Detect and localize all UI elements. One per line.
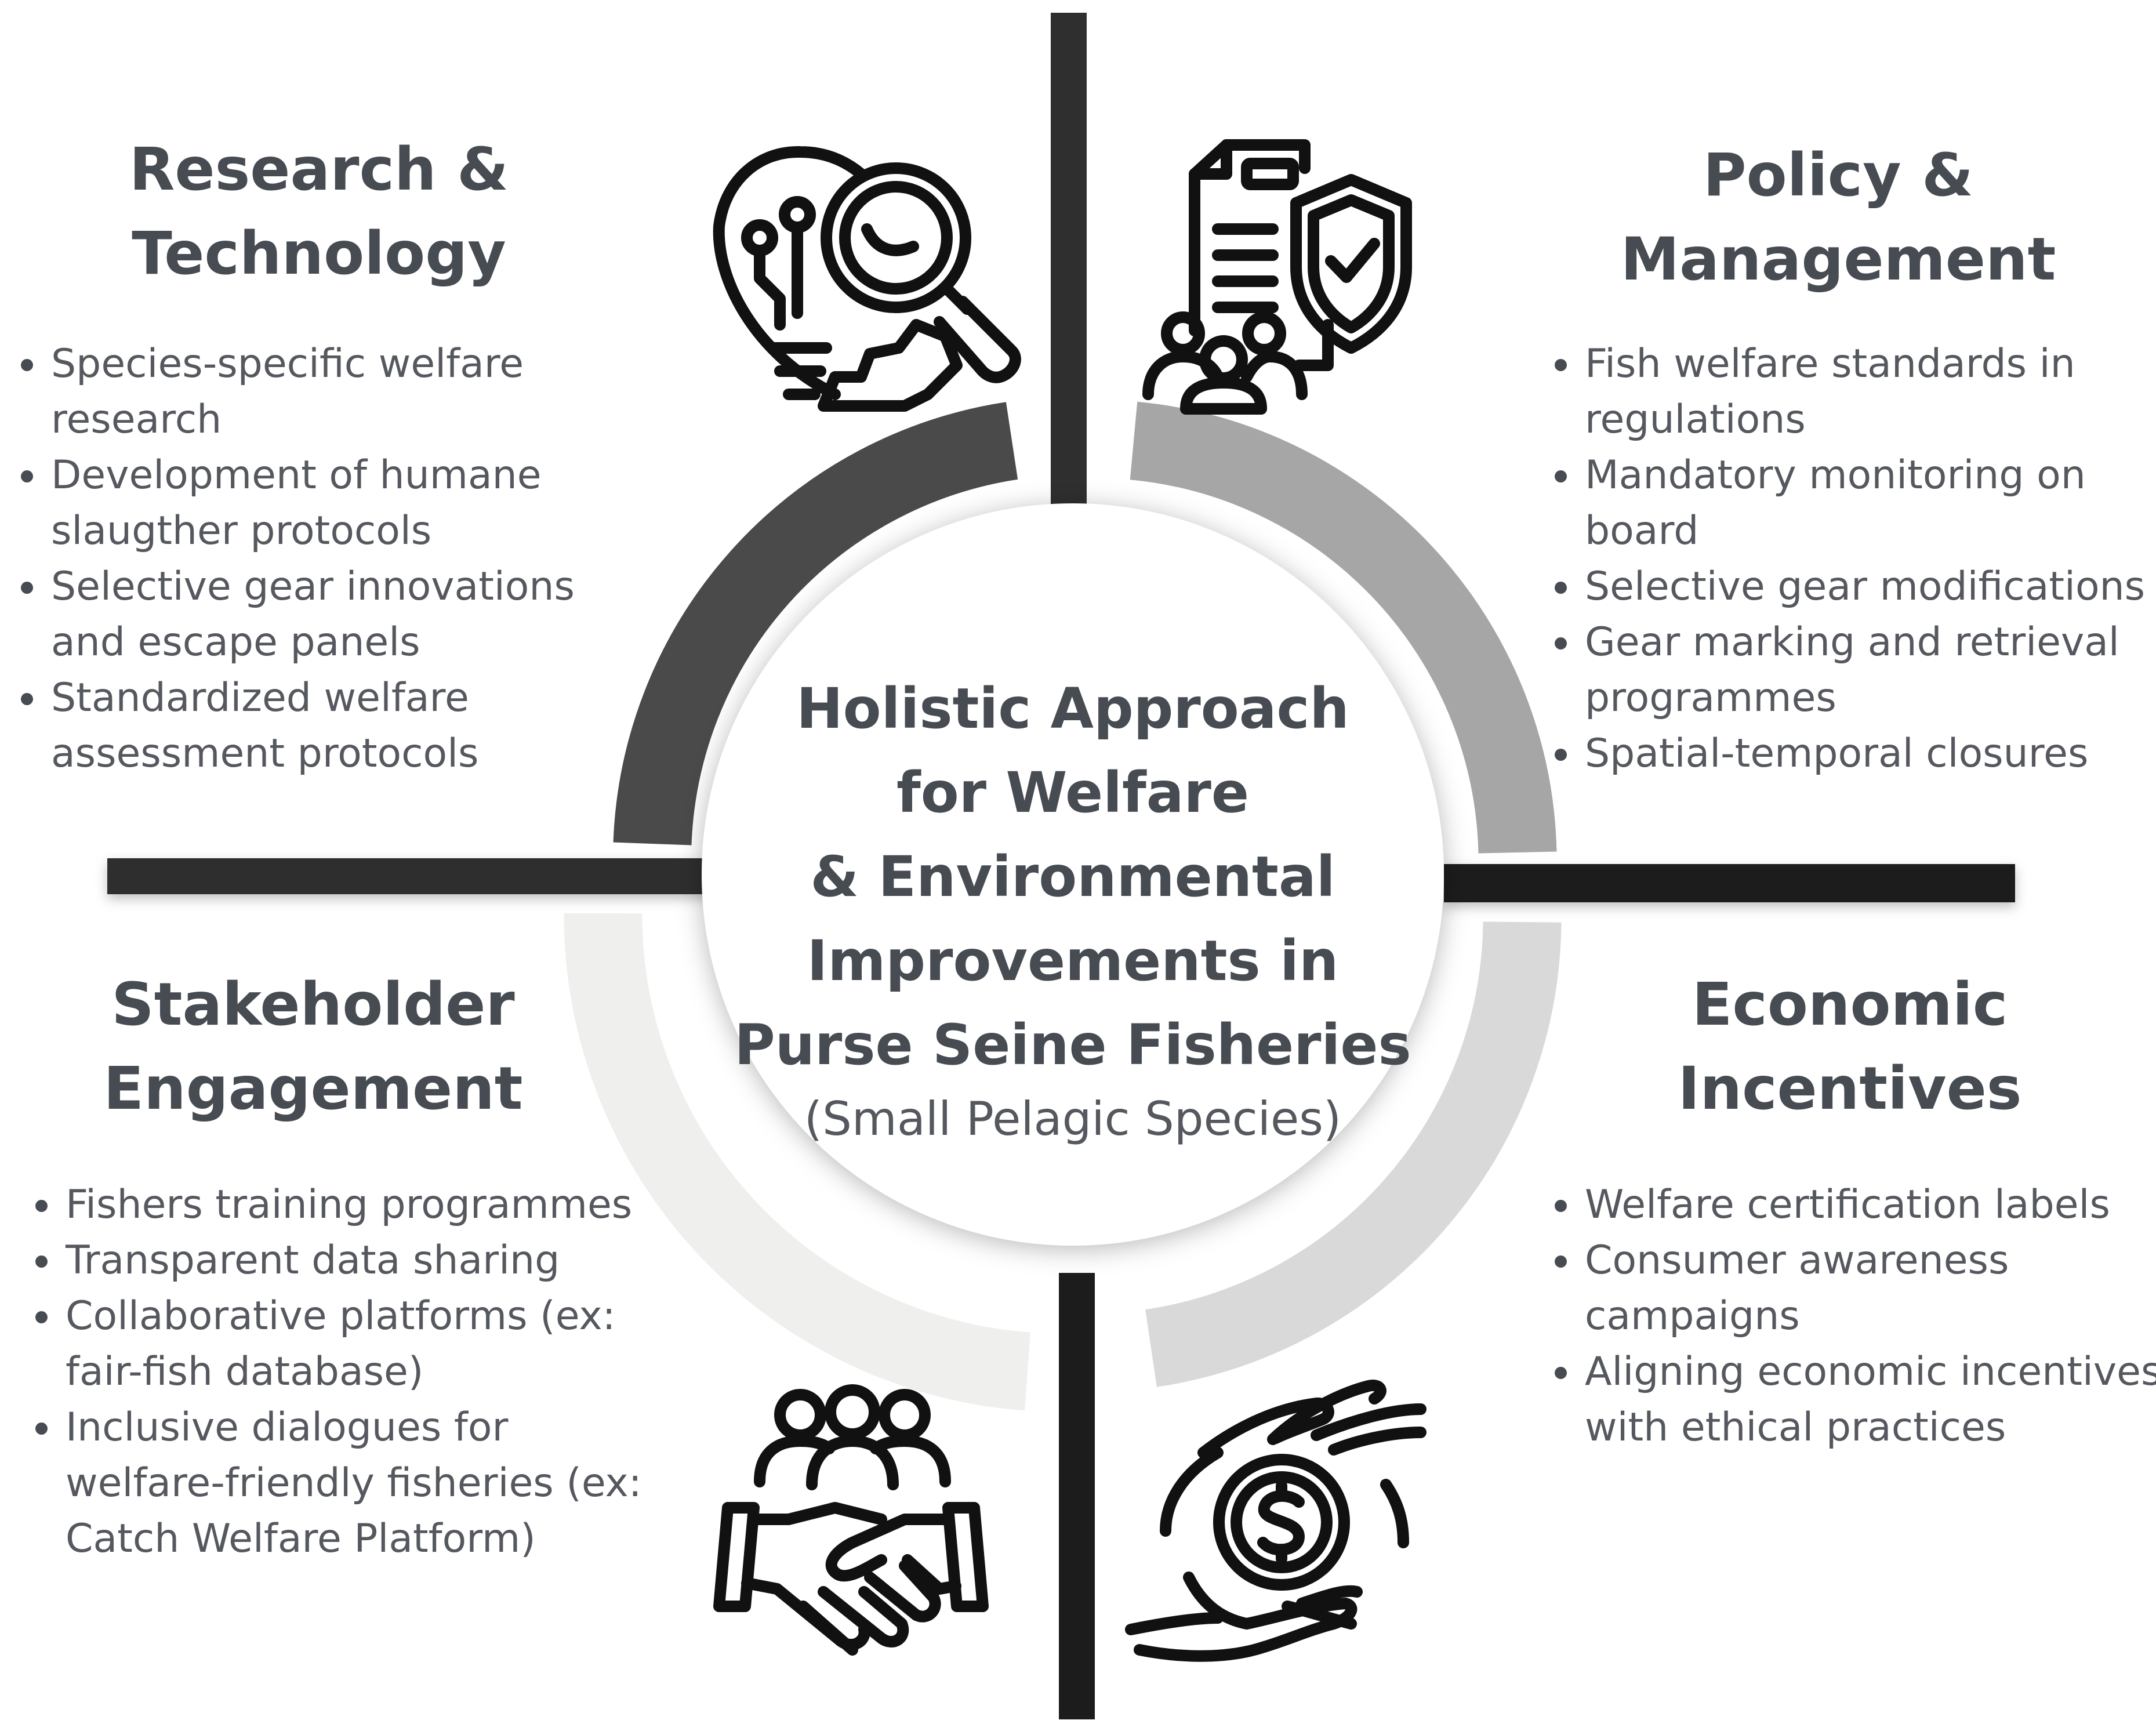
center-title-line: Holistic Approach: [796, 676, 1349, 741]
economic-incentives-list: Welfare certification labels Consumer aw…: [1534, 1177, 2156, 1456]
economic-title-line: Incentives: [1678, 1054, 2022, 1123]
ring-segment-stakeholder: [564, 913, 1031, 1411]
list-item: Development of humane slaugther protocol…: [49, 448, 605, 559]
stakeholder-title-line: Engagement: [103, 1054, 523, 1123]
list-item: Consumer awareness campaigns: [1582, 1233, 2156, 1344]
center-title-line: Purse Seine Fisheries: [734, 1013, 1411, 1077]
document-shield-people-icon: [1142, 139, 1412, 415]
list-item: Transparent data sharing: [63, 1233, 660, 1289]
list-item: Aligning economic incentives with ethica…: [1582, 1344, 2156, 1456]
list-item: Mandatory monitoring on board: [1582, 448, 2156, 559]
policy-title-line: Policy &: [1703, 141, 1974, 210]
divider-left: [107, 858, 716, 894]
list-item: Inclusive dialogues for welfare-friendly…: [63, 1400, 660, 1567]
stakeholder-engagement-title: Stakeholder Engagement: [75, 963, 551, 1131]
divider-top: [1051, 13, 1087, 535]
policy-management-title: Policy & Management: [1600, 133, 2076, 302]
list-item: Spatial-temporal closures: [1582, 726, 2156, 782]
center-title-line: for Welfare: [896, 760, 1249, 825]
policy-management-list: Fish welfare standards in regulations Ma…: [1534, 336, 2156, 782]
center-subtitle: (Small Pelagic Species): [804, 1092, 1342, 1146]
ring-segment-research: [613, 402, 1018, 845]
center-title-line: Improvements in: [807, 928, 1339, 993]
divider-bottom: [1059, 1273, 1095, 1719]
research-title-line: Research &: [129, 135, 509, 204]
stakeholder-engagement-list: Fishers training programmes Transparent …: [14, 1177, 660, 1567]
list-item: Welfare certification labels: [1582, 1177, 2156, 1233]
economic-title-line: Economic: [1692, 970, 2008, 1039]
research-technology-title: Research & Technology: [81, 128, 557, 296]
list-item: Collaborative platforms (ex: fair-fish d…: [63, 1289, 660, 1400]
policy-title-line: Management: [1620, 225, 2056, 294]
research-technology-list: Species-specific welfare research Develo…: [0, 336, 605, 782]
list-item: Fishers training programmes: [63, 1177, 660, 1233]
center-title: Holistic Approach for Welfare & Environm…: [716, 667, 1429, 1087]
economic-incentives-title: Economic Incentives: [1612, 963, 2088, 1131]
stakeholder-title-line: Stakeholder: [111, 970, 515, 1039]
list-item: Species-specific welfare research: [49, 336, 605, 448]
ring-segment-economic: [1145, 921, 1562, 1387]
hands-coin-dollar-icon: [1125, 1380, 1427, 1662]
center-title-line: & Environmental: [810, 844, 1335, 909]
list-item: Standardized welfare assessment protocol…: [49, 670, 605, 782]
group-handshake-icon: [713, 1384, 989, 1656]
lightbulb-magnifier-gear-icon: [713, 146, 1021, 412]
ring-segment-policy: [1130, 401, 1557, 854]
list-item: Selective gear modifications: [1582, 559, 2156, 615]
divider-right: [1444, 864, 2015, 902]
research-title-line: Technology: [132, 219, 506, 288]
list-item: Gear marking and retrieval programmes: [1582, 615, 2156, 726]
list-item: Selective gear innovations and escape pa…: [49, 559, 605, 670]
list-item: Fish welfare standards in regulations: [1582, 336, 2156, 448]
center-circle: [702, 503, 1444, 1246]
